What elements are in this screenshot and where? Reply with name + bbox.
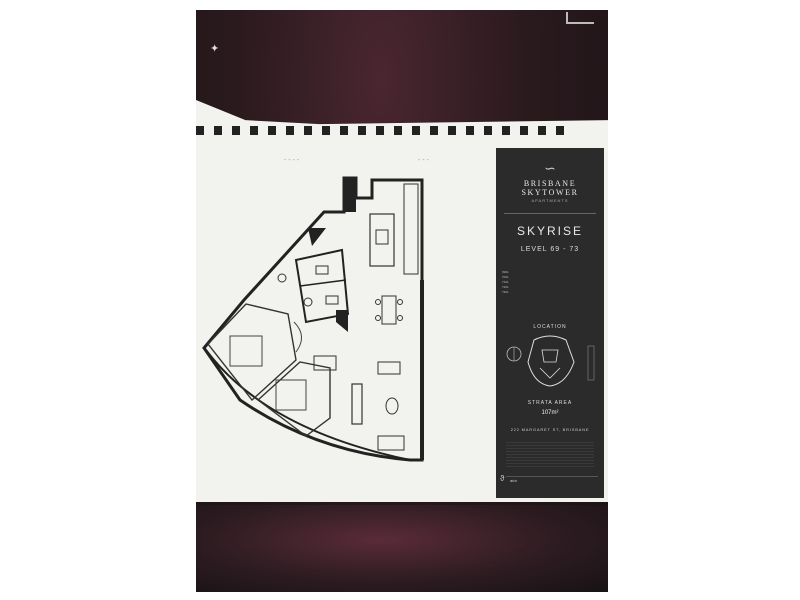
floor-plan-drawing: - - - - - - - xyxy=(202,157,430,462)
location-label: LOCATION xyxy=(533,324,567,330)
unit-code: 7001 xyxy=(502,275,509,279)
address: 222 MARGARET ST, BRISBANE xyxy=(510,427,590,432)
floor-plan-sheet: - - - - - - - ∽ BRISBANE SKYTOWER APARTM… xyxy=(196,100,608,502)
divider xyxy=(504,213,596,214)
developer-logo-icon: ϑ xyxy=(500,474,505,483)
pin-mark: ✦ xyxy=(210,43,220,55)
brand-subline: APARTMENTS xyxy=(531,198,569,203)
panel-footer xyxy=(506,476,598,493)
corner-mark xyxy=(566,12,594,24)
strata-area-label: STRATA AREA xyxy=(527,400,573,406)
photo-background-bottom xyxy=(196,505,608,592)
unit-code: 7201 xyxy=(502,285,509,289)
location-map xyxy=(506,335,595,387)
svg-text:- - -: - - - xyxy=(418,157,430,164)
brand-name: BRISBANE SKYTOWER xyxy=(521,179,579,197)
strata-area-value: 107m² xyxy=(541,410,559,416)
level-range: LEVEL 69 - 73 xyxy=(520,246,580,253)
product-title: SKYRISE xyxy=(516,224,584,238)
unit-code: 6901 xyxy=(502,270,509,274)
svg-text:- - - -: - - - - xyxy=(284,157,300,164)
developer-name: aria xyxy=(510,478,517,483)
unit-code: 7101 xyxy=(502,280,509,284)
skytower-swirl-icon: ∽ xyxy=(544,160,556,176)
unit-code: 7301 xyxy=(502,290,509,294)
unit-codes: 6901 7001 7101 7201 7301 xyxy=(502,270,516,295)
disclaimer-fineprint xyxy=(506,442,594,468)
info-panel: ∽ BRISBANE SKYTOWER APARTMENTS SKYRISE L… xyxy=(496,148,604,498)
dimension-ruler xyxy=(196,118,608,150)
